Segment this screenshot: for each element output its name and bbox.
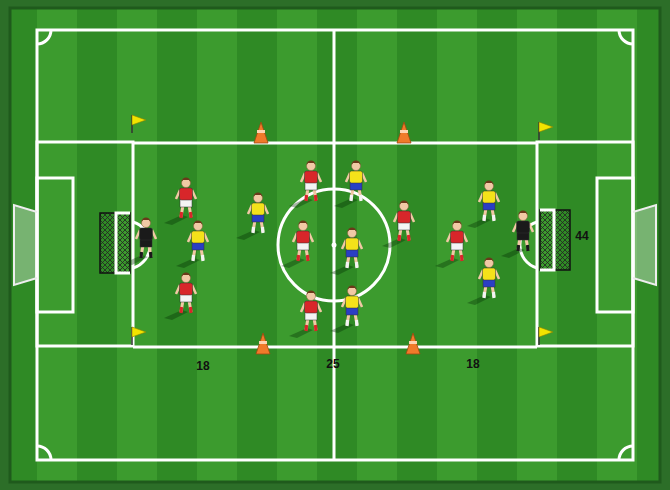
grass bbox=[10, 8, 660, 482]
player bbox=[124, 218, 156, 266]
cone bbox=[256, 333, 270, 354]
player bbox=[467, 258, 499, 306]
player bbox=[467, 181, 499, 229]
player bbox=[281, 221, 313, 269]
player bbox=[289, 291, 321, 339]
player bbox=[164, 178, 196, 226]
player bbox=[289, 161, 321, 209]
training-goal bbox=[100, 210, 570, 273]
player bbox=[330, 286, 362, 334]
cone bbox=[254, 122, 420, 354]
cone bbox=[406, 333, 420, 354]
dimension-label: 18 bbox=[466, 358, 479, 370]
player bbox=[164, 273, 196, 321]
end-goal bbox=[14, 205, 656, 285]
dimension-label: 18 bbox=[196, 360, 209, 372]
cone bbox=[254, 122, 268, 143]
corner-flag bbox=[539, 327, 553, 345]
corner-flag bbox=[132, 115, 553, 345]
pitch-lines bbox=[37, 30, 633, 460]
player bbox=[176, 221, 208, 269]
player bbox=[435, 221, 467, 269]
dimension-label: 44 bbox=[575, 230, 588, 242]
player bbox=[330, 228, 362, 276]
player bbox=[501, 211, 533, 259]
player bbox=[124, 161, 533, 339]
player bbox=[382, 201, 414, 249]
player bbox=[334, 161, 366, 209]
corner-flag bbox=[132, 327, 146, 345]
dimension-label: 25 bbox=[326, 358, 339, 370]
corner-flag bbox=[132, 115, 146, 133]
cone bbox=[397, 122, 411, 143]
corner-flag bbox=[539, 122, 553, 140]
player bbox=[236, 193, 268, 241]
